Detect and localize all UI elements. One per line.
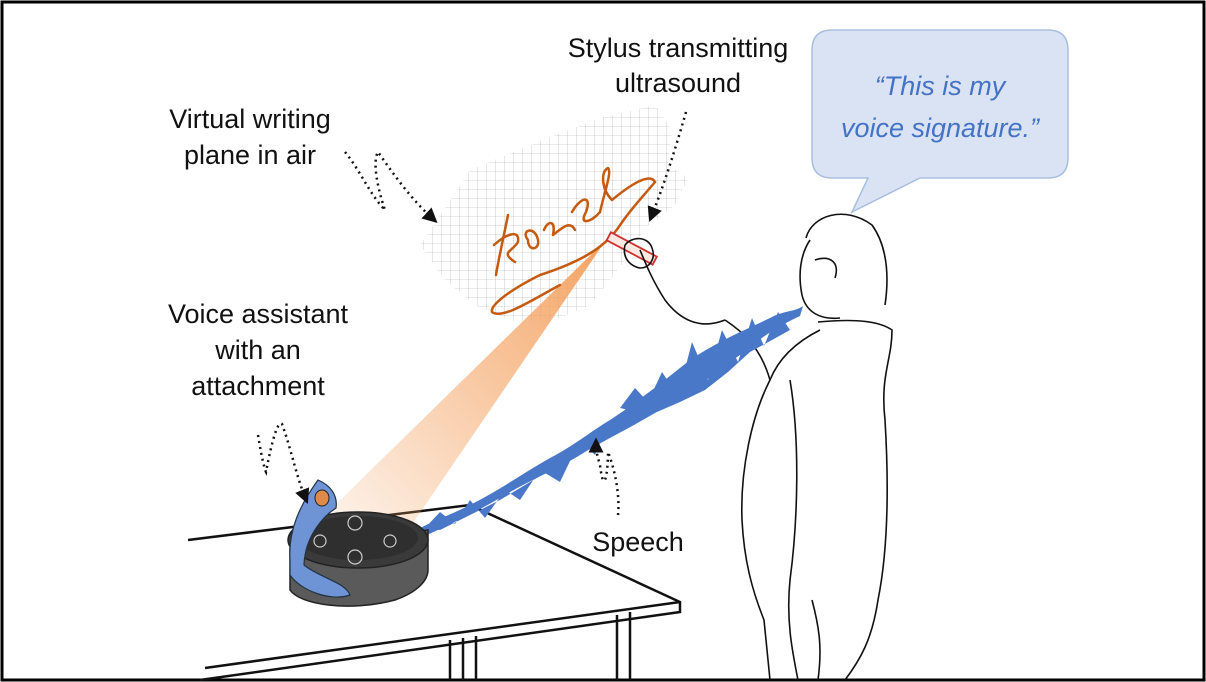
pointer-arrows — [256, 111, 688, 516]
stylus-label-line-2: ultrasound — [615, 68, 741, 98]
plane-label-line-1: Virtual writing — [169, 104, 331, 134]
assistant-label-line-1: Voice assistant — [168, 299, 349, 329]
stylus-icon — [605, 231, 659, 266]
assistant-label-line-3: attachment — [191, 371, 325, 401]
speech-bubble-line-1: “This is my — [875, 71, 1007, 101]
stylus-label-line-1: Stylus transmitting — [568, 33, 789, 63]
assistant-label-line-2: with an — [214, 335, 301, 365]
person-icon — [623, 213, 893, 681]
virtual-writing-plane — [420, 105, 688, 322]
speech-bubble-line-2: voice signature.” — [841, 113, 1040, 143]
plane-label-line-2: plane in air — [184, 140, 316, 170]
speech-bubble: “This is my voice signature.” — [811, 29, 1069, 214]
speech-label: Speech — [592, 527, 684, 557]
speech-waveform — [392, 306, 803, 552]
ultrasound-beam — [330, 240, 606, 545]
smart-speaker-icon — [287, 479, 429, 607]
handwritten-signature — [490, 166, 657, 315]
